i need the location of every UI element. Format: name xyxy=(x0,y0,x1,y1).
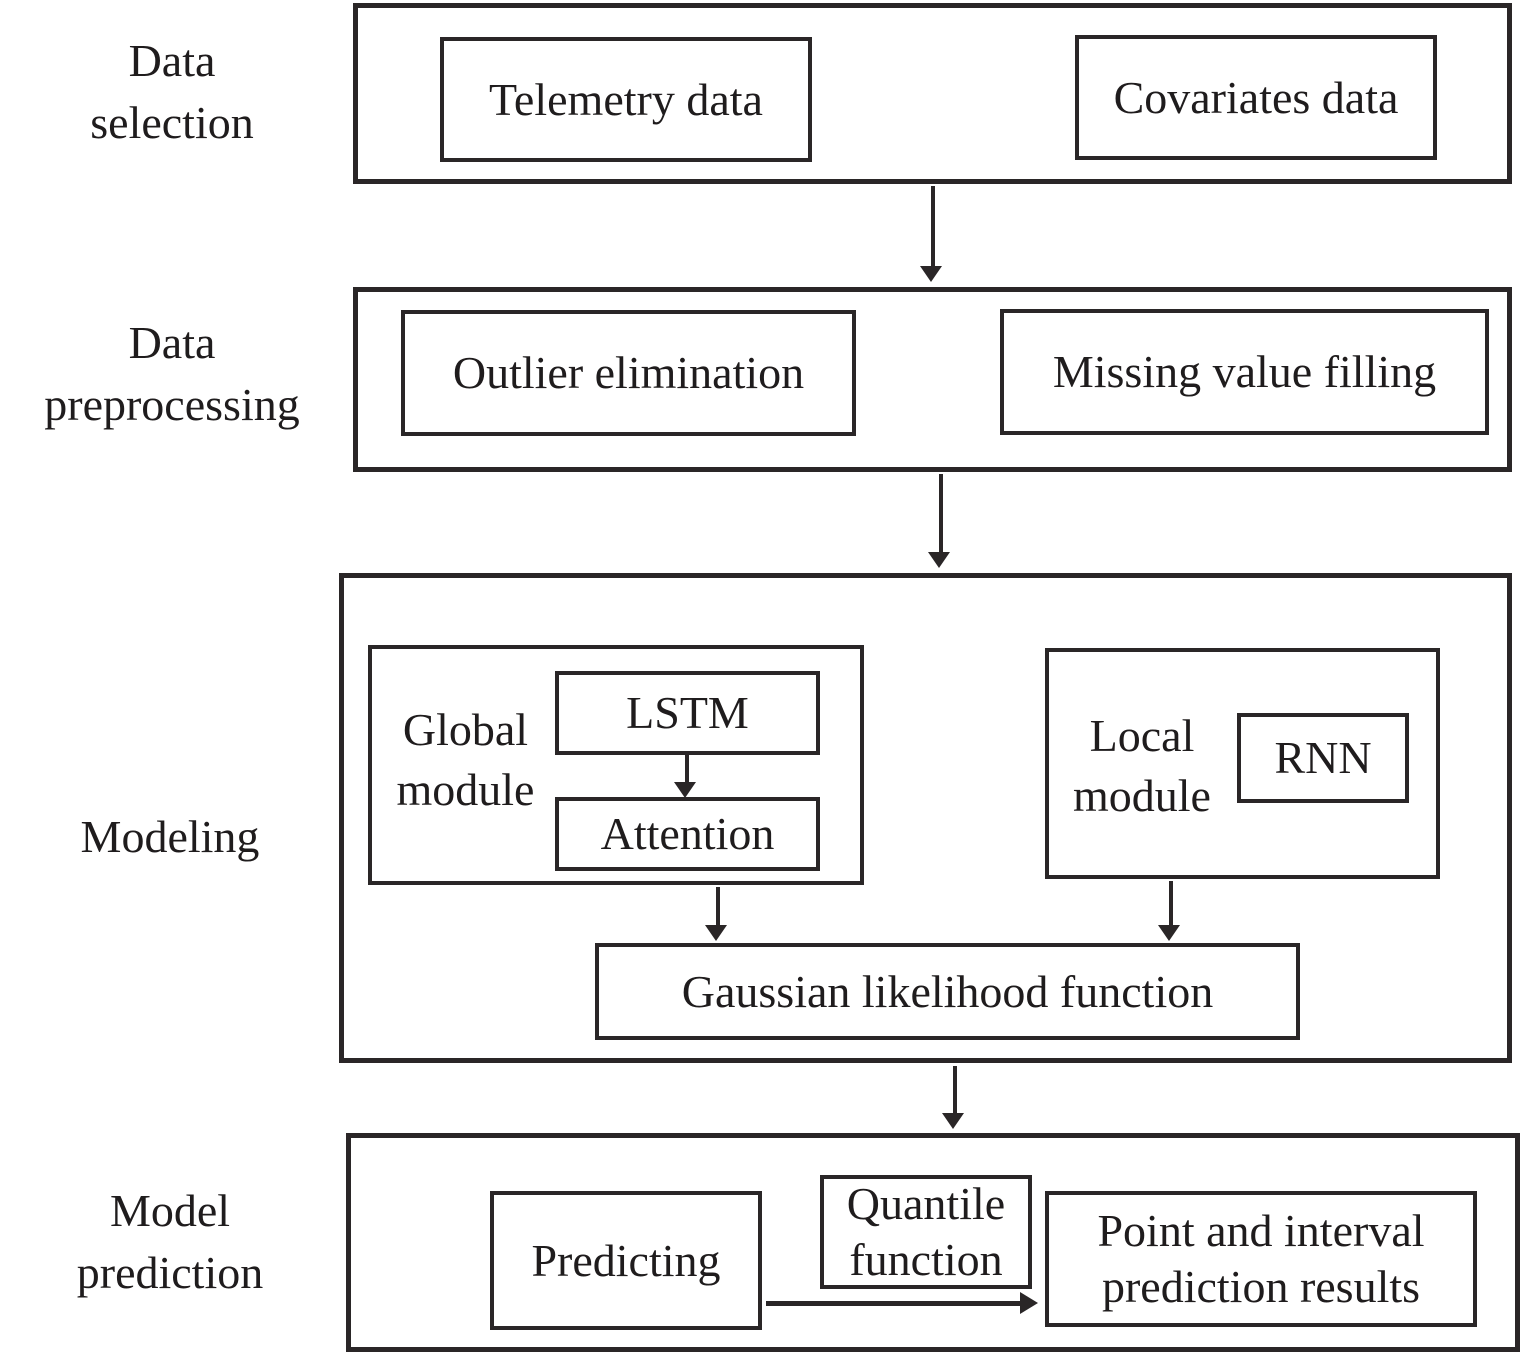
arrow-down-icon xyxy=(942,1113,964,1129)
predicting-box: Predicting xyxy=(490,1191,762,1330)
arrow-down-icon xyxy=(1158,925,1180,941)
missing-value-filling-box: Missing value filling xyxy=(1000,309,1489,435)
rnn-label: RNN xyxy=(1274,732,1372,783)
stage-label-line: prediction xyxy=(76,1247,264,1298)
quantile-function-label-line: Quantile xyxy=(846,1178,1006,1229)
attention-box: Attention xyxy=(555,797,820,871)
local-module-label: Local module xyxy=(1058,706,1226,826)
stage-label-line: Data xyxy=(128,35,216,86)
global-module-label-line: Global xyxy=(402,704,529,755)
outlier-elimination-label: Outlier elimination xyxy=(452,347,805,398)
covariates-data-box: Covariates data xyxy=(1075,35,1437,160)
stage-label-line: selection xyxy=(90,97,254,148)
covariates-data-label: Covariates data xyxy=(1113,71,1399,123)
point-interval-results-box: Point and interval prediction results xyxy=(1045,1191,1477,1327)
outlier-elimination-box: Outlier elimination xyxy=(401,310,856,436)
stage-label-data-preprocessing: Data preprocessing xyxy=(7,312,337,436)
connector-line-predicting-to-results xyxy=(766,1301,1022,1306)
lstm-box: LSTM xyxy=(555,671,820,755)
predicting-label: Predicting xyxy=(531,1234,721,1286)
local-module-label-line: module xyxy=(1073,770,1211,821)
global-module-label-line: module xyxy=(396,764,535,815)
connector-line-selection-to-preprocessing xyxy=(931,186,935,268)
missing-value-filling-label: Missing value filling xyxy=(1052,346,1437,397)
arrow-right-icon xyxy=(1020,1292,1038,1314)
gaussian-likelihood-box: Gaussian likelihood function xyxy=(595,943,1300,1040)
connector-line-modeling-to-prediction xyxy=(953,1066,957,1115)
stage-label-modeling: Modeling xyxy=(10,806,330,868)
stage-label-data-selection: Data selection xyxy=(22,30,322,154)
connector-line-local-to-gaussian xyxy=(1169,881,1173,927)
stage-label-line: Modeling xyxy=(80,811,260,862)
arrow-down-icon xyxy=(674,782,696,798)
connector-line-lstm-to-attention xyxy=(685,755,689,784)
arrow-down-icon xyxy=(705,925,727,941)
lstm-label: LSTM xyxy=(626,687,749,738)
gaussian-likelihood-label: Gaussian likelihood function xyxy=(681,965,1214,1017)
global-module-label: Global module xyxy=(378,700,553,820)
rnn-box: RNN xyxy=(1237,713,1409,803)
telemetry-data-box: Telemetry data xyxy=(440,37,812,162)
arrow-down-icon xyxy=(928,552,950,568)
stage-label-line: preprocessing xyxy=(44,379,300,430)
stage-label-line: Model xyxy=(109,1185,231,1236)
attention-label: Attention xyxy=(600,808,775,859)
stage-label-line: Data xyxy=(128,317,216,368)
point-interval-results-label-line: Point and interval xyxy=(1097,1205,1425,1256)
quantile-function-label-line: function xyxy=(849,1234,1003,1285)
stage-label-model-prediction: Model prediction xyxy=(20,1180,320,1304)
connector-line-global-to-gaussian xyxy=(716,887,720,927)
telemetry-data-label: Telemetry data xyxy=(489,73,763,125)
quantile-function-box: Quantile function xyxy=(820,1175,1032,1289)
point-interval-results-label-line: prediction results xyxy=(1101,1261,1421,1312)
arrow-down-icon xyxy=(920,266,942,282)
connector-line-preprocessing-to-modeling xyxy=(939,474,943,554)
local-module-label-line: Local xyxy=(1089,710,1195,761)
